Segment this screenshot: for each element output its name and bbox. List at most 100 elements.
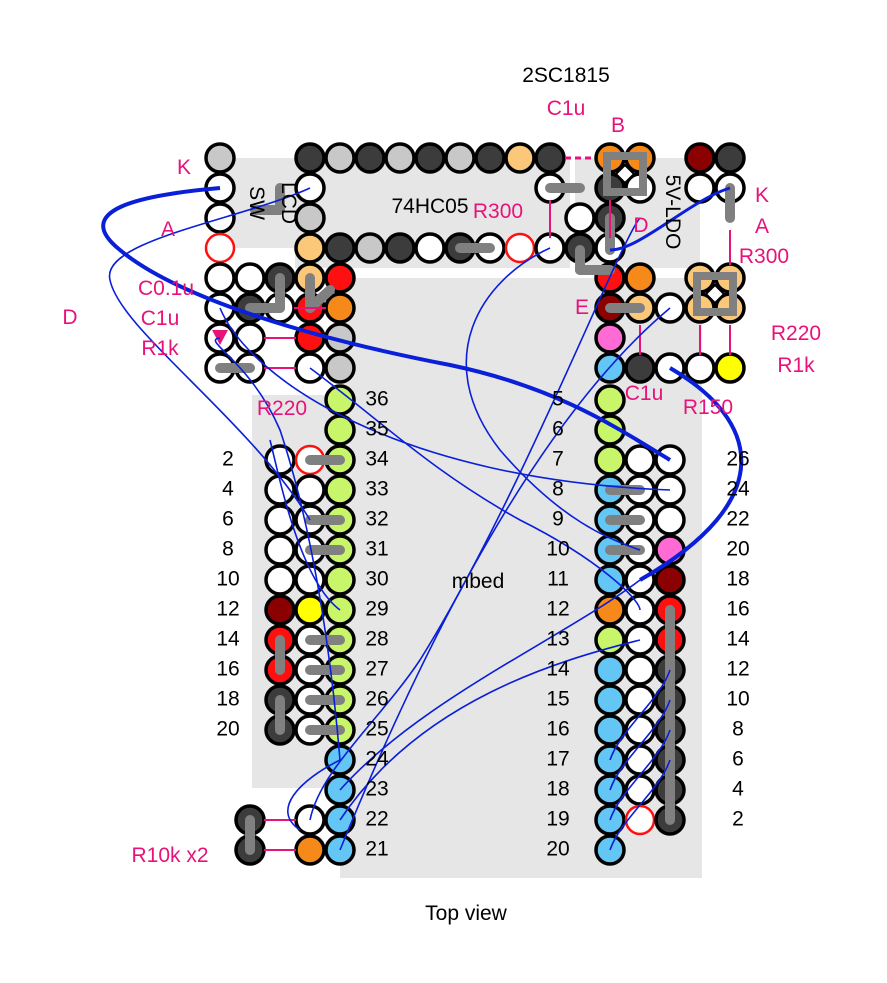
mbed-pin-label-20: 20 [546,838,569,861]
left-header-pin-label-10: 10 [216,568,239,591]
c1u-left-label: C1u [141,307,180,330]
left-header-pin-label-4: 4 [222,478,234,501]
mbed-pin-label-15: 15 [546,688,569,711]
mbed-pin-label-5: 5 [552,388,564,411]
r1k-right-label: R1k [777,354,815,377]
pin-hole-22 [294,202,326,234]
mbed-pin-label-23: 23 [365,778,388,801]
right-header-pin-label-18: 18 [726,568,749,591]
wire-3 [108,187,311,521]
pin-hole-107 [264,594,296,626]
mbed-pin-label-13: 13 [546,628,569,651]
pin-hole-38 [234,262,266,294]
mbed-pin-label-21: 21 [365,838,388,861]
jumpers [212,152,737,855]
wire-13 [609,699,671,791]
k-right-label: K [755,184,769,207]
pin-hole-43 [624,262,656,294]
a-left-label: A [161,218,175,241]
right-header-pin-label-4: 4 [732,778,744,801]
left-header-pin-label-12: 12 [216,598,239,621]
left-header-pin-label-16: 16 [216,658,239,681]
c1u-top-label: C1u [547,97,586,120]
r150-label: R150 [683,396,733,419]
pin-hole-71 [324,414,356,446]
d-mid-label: D [633,214,648,237]
mbed-pin-label-32: 32 [365,508,388,531]
mbed-pin-label-19: 19 [546,808,569,831]
wire-16 [269,439,341,611]
mbed-pin-label-9: 9 [552,508,564,531]
mbed-pin-label-36: 36 [365,388,388,411]
pin-hole-138 [624,804,656,836]
pin-hole-5 [444,142,476,174]
pin-hole-117 [294,594,326,626]
pin-hole-113 [294,474,326,506]
pin-hole-37 [204,262,236,294]
pin-hole-68 [684,352,716,384]
wire-4 [219,307,671,491]
mbed-pin-label-28: 28 [365,628,388,651]
pin-hole-96 [594,684,626,716]
transistor-marker [614,163,636,185]
wire-15 [609,759,671,851]
pin-hole-106 [264,564,296,596]
pin-hole-116 [294,564,326,596]
mbed-pin-label-16: 16 [546,718,569,741]
mbed-pin-label-29: 29 [365,598,388,621]
mbed-label: mbed [452,570,505,593]
mbed-pin-label-14: 14 [546,658,570,681]
r10k-label: R10k x2 [131,844,208,867]
pin-hole-27 [324,232,356,264]
mbed-pin-label-8: 8 [552,478,564,501]
d-left-label: D [62,306,77,329]
lcd-label: LCD [277,182,300,224]
c1u-mid-label: C1u [625,382,664,405]
mbed-pin-label-17: 17 [546,748,569,771]
pin-hole-134 [624,684,656,716]
transistor-label: 2SC1815 [522,64,610,87]
mbed-pin-label-30: 30 [365,568,388,591]
mbed-pin-label-6: 6 [552,418,564,441]
pin-hole-86 [594,384,626,416]
wire-0 [101,186,672,462]
r1k-left-label: R1k [141,337,179,360]
mbed-pin-label-7: 7 [552,448,564,471]
left-header-pin-label-20: 20 [216,718,239,741]
wire-17 [287,759,341,831]
right-header-pin-label-12: 12 [726,658,749,681]
a-right-label: A [755,215,769,238]
r220-right-label: R220 [771,322,821,345]
r300-chip-label: R300 [473,200,523,223]
pin-hole-4 [414,142,446,174]
e-mid-label: E [575,296,589,319]
pin-hole-41 [324,262,356,294]
pin-hole-3 [384,142,416,174]
pin-hole-87 [594,414,626,446]
b-label: B [611,114,625,137]
pin-hole-11 [684,142,716,174]
pin-hole-28 [354,232,386,264]
pin-hole-7 [504,142,536,174]
mbed-pin-label-24: 24 [365,748,389,771]
r300-right-label: R300 [739,245,789,268]
regulator-marker [704,283,726,305]
mbed-pin-label-33: 33 [365,478,388,501]
right-header-pin-label-22: 22 [726,508,749,531]
r220-left-label: R220 [257,397,307,420]
right-header-pin-label-10: 10 [726,688,749,711]
pin-hole-33 [504,232,536,264]
mbed-pin-label-26: 26 [365,688,388,711]
chip-74hc05-label: 74HC05 [391,195,468,218]
left-header-pin-label-6: 6 [222,508,234,531]
mbed-pin-label-35: 35 [365,418,388,441]
wires [101,186,744,851]
left-header-pin-label-14: 14 [216,628,240,651]
right-header-pin-label-14: 14 [726,628,750,651]
wire-11 [339,579,641,791]
mbed-pin-label-10: 10 [546,538,569,561]
